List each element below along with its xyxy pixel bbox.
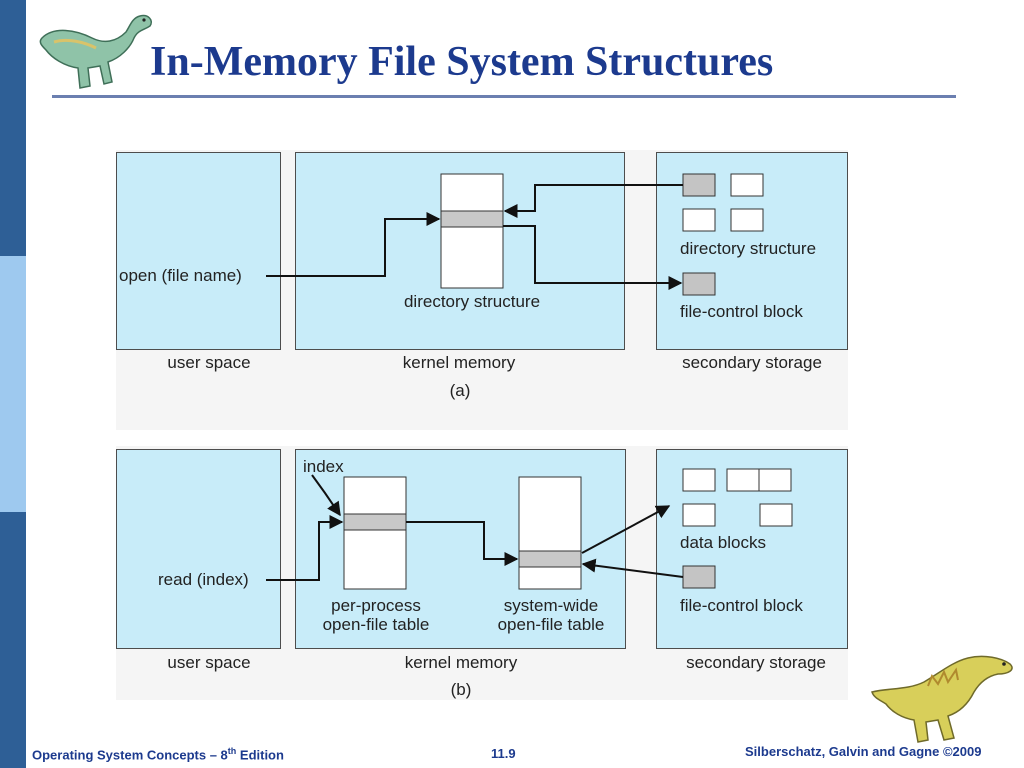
kernel-memory-label-b: kernel memory (404, 653, 518, 672)
system-wide-entry-highlight (518, 550, 582, 568)
page-title: In-Memory File System Structures (150, 39, 774, 85)
per-process-entry-highlight (343, 513, 407, 531)
index-pointer-arrow (311, 474, 341, 517)
file-control-block-a (682, 272, 716, 296)
dinosaur-icon (39, 14, 152, 89)
data-block (758, 468, 792, 492)
per-process-to-system-arrow (406, 521, 519, 566)
footer-copyright: Silberschatz, Galvin and Gagne ©2009 (745, 744, 982, 759)
storage-block (730, 208, 764, 232)
secondary-storage-label-b: secondary storage (686, 653, 826, 672)
sidebar-strip-middle (0, 256, 26, 512)
storage-fcb-label-a: file-control block (680, 302, 803, 321)
footer-page-number: 11.9 (491, 746, 516, 761)
sidebar-strip-bottom (0, 512, 26, 768)
user-space-label-b: user space (167, 653, 251, 672)
footer-book-title: Operating System Concepts – 8th Edition (32, 746, 284, 763)
open-call-arrow (266, 212, 441, 277)
kernel-memory-label-a: kernel memory (402, 353, 516, 372)
diagram-a-caption: (a) (449, 381, 471, 400)
system-wide-table (518, 476, 582, 590)
read-call-arrow (266, 515, 344, 581)
system-wide-label-line1: system-wide (503, 596, 599, 615)
fcb-to-system-arrow (581, 558, 684, 578)
secondary-storage-label-a: secondary storage (682, 353, 822, 372)
kernel-directory-structure-label: directory structure (403, 292, 541, 311)
title-divider (52, 95, 956, 98)
open-call-label: open (file name) (119, 266, 242, 285)
index-label: index (303, 457, 344, 476)
data-block (682, 468, 716, 492)
per-process-label-line1: per-process (331, 596, 421, 615)
storage-directory-structure-label: directory structure (680, 239, 817, 258)
storage-block-shaded-a (682, 173, 716, 197)
data-block-arrow (581, 505, 671, 554)
per-process-table (343, 476, 407, 590)
user-space-panel-a (116, 152, 281, 350)
system-wide-label-line2: open-file table (497, 615, 605, 634)
storage-block (682, 208, 716, 232)
user-space-panel-b (116, 449, 281, 649)
storage-block (730, 173, 764, 197)
data-block (726, 468, 760, 492)
user-space-label-a: user space (167, 353, 251, 372)
dinosaur-icon (871, 655, 1013, 743)
directory-load-arrow (503, 184, 683, 218)
diagram-b-caption: (b) (450, 680, 472, 699)
storage-fcb-label-b: file-control block (680, 596, 803, 615)
data-blocks-label: data blocks (680, 533, 766, 552)
fcb-lookup-arrow (503, 225, 683, 290)
data-block (759, 503, 793, 527)
read-call-label: read (index) (158, 570, 249, 589)
directory-structure-table (440, 173, 504, 289)
data-block (682, 503, 716, 527)
file-control-block-b (682, 565, 716, 589)
sidebar-strip-top (0, 0, 26, 256)
directory-entry-highlight (440, 210, 504, 228)
per-process-label-line2: open-file table (322, 615, 430, 634)
